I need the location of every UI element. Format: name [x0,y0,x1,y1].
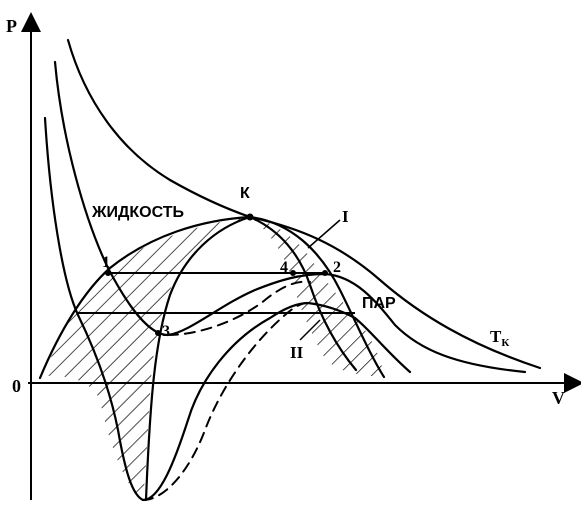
y-axis-label: P [6,16,17,36]
binodal-curve [38,215,386,380]
critical-point-label: К [240,185,250,202]
critical-isotherm-label: ТК [490,327,509,349]
spinodal-left [144,215,252,502]
region-I-label: I [342,207,349,226]
origin-label: 0 [12,376,21,396]
dashed-upper [167,280,311,336]
x-axis-label: V [552,388,565,408]
point-4-marker [290,270,296,276]
vapor-label: ПАР [362,295,396,312]
point-2-marker [322,270,328,276]
hatch-region-left [44,217,250,500]
isotherm-upper [53,60,527,374]
hatch-region-right [250,217,384,377]
critical-point [246,213,254,221]
point-1-marker [105,270,111,276]
region-II-label: II [290,343,304,362]
point-3-marker [155,330,161,336]
leader-II [299,319,321,341]
dashed-lower [142,302,309,501]
leader-I [307,219,341,249]
point-4-label: 4 [280,259,288,276]
liquid-label: ЖИДКОСТЬ [91,204,184,221]
critical-isotherm [66,38,542,370]
spinodal-right [248,215,358,372]
point-3-label: 3 [162,323,170,340]
point-2-label: 2 [333,259,341,276]
point-1-label: 1 [102,254,110,271]
isotherm-lower [43,116,412,502]
